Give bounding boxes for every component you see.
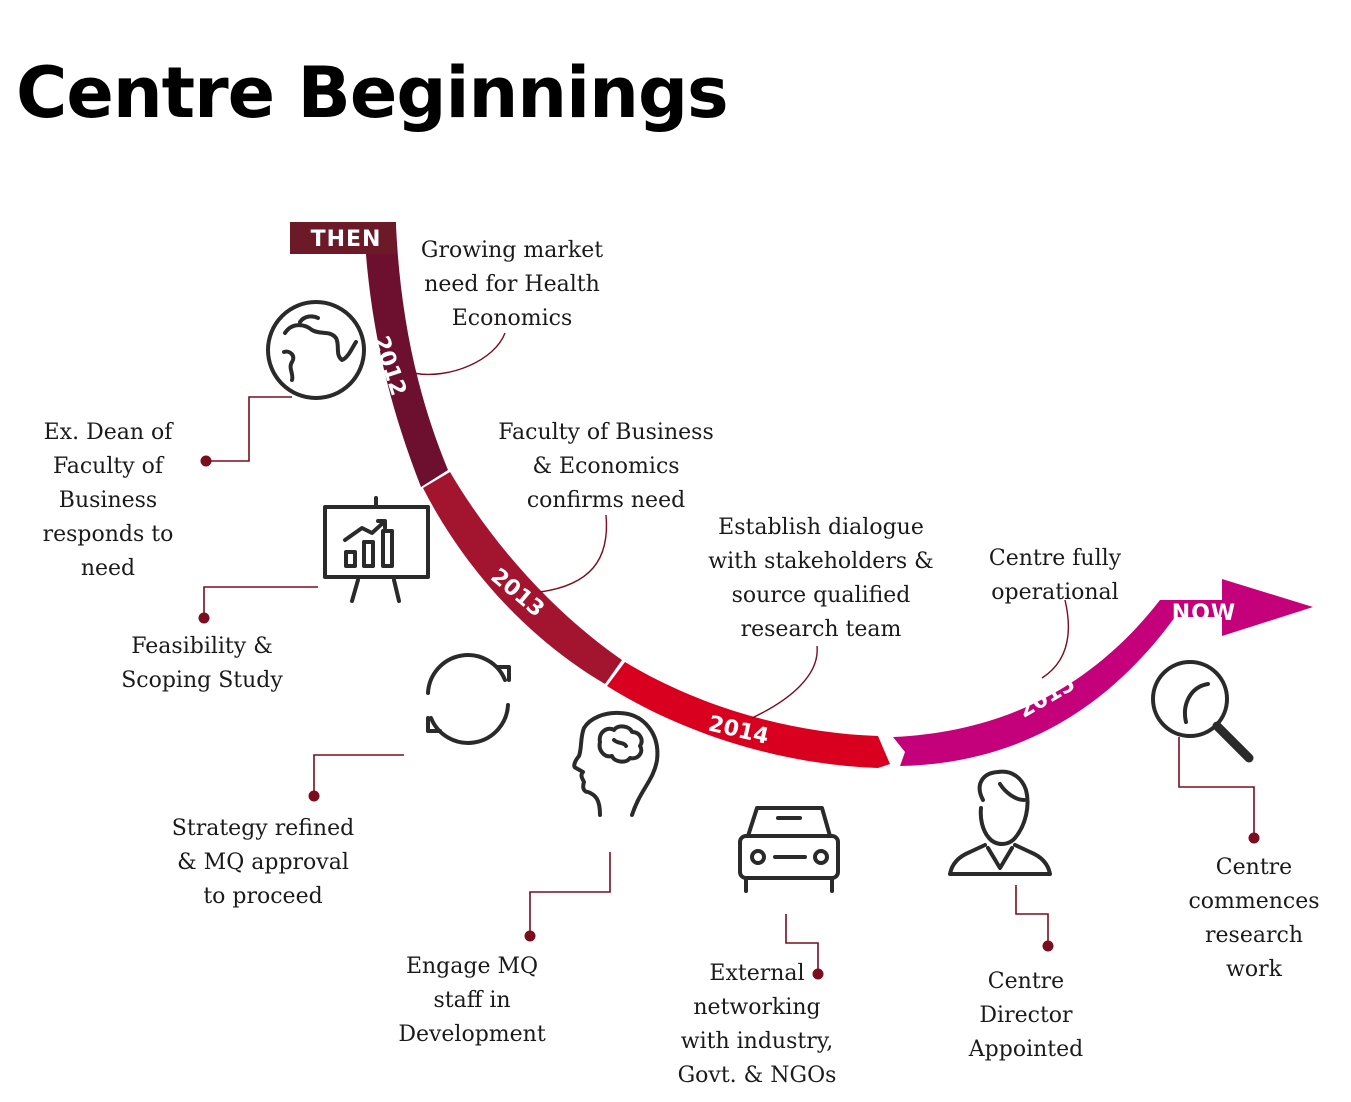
- magnifier-icon: [1151, 660, 1254, 763]
- page-title: Centre Beginnings: [16, 52, 729, 134]
- event-feasibility: Feasibility & Scoping Study: [121, 634, 283, 693]
- now-label: NOW: [1172, 601, 1236, 626]
- dot-strategy: [308, 790, 320, 802]
- connector-networking: [785, 914, 819, 974]
- connector-research: [1178, 737, 1255, 838]
- event-engage-staff: Engage MQ staff in Development: [398, 954, 546, 1047]
- dot-dean: [200, 455, 212, 467]
- connector-feasibility: [203, 586, 318, 618]
- then-label: THEN: [311, 227, 382, 252]
- event-market-need: Growing market need for Health Economics: [420, 238, 604, 331]
- event-networking: External networking with industry, Govt.…: [677, 961, 837, 1088]
- dot-engage: [524, 930, 536, 942]
- connector-director: [1015, 885, 1049, 946]
- connector-stakeholders: [751, 645, 818, 719]
- connector-engage: [529, 852, 611, 936]
- event-director: Centre Director Appointed: [968, 969, 1084, 1062]
- connector-faculty: [539, 514, 608, 593]
- dot-research: [1248, 832, 1260, 844]
- connector-dean: [206, 396, 292, 462]
- globe-icon: [266, 300, 366, 400]
- segment-2013: [423, 472, 622, 684]
- presentation-chart-icon: [323, 496, 430, 603]
- person-icon: [948, 769, 1052, 876]
- event-fully-operational: Centre fully operational: [988, 546, 1122, 605]
- connector-operational: [1041, 599, 1070, 679]
- brain-head-icon: [572, 710, 660, 817]
- event-faculty-confirms: Faculty of Business & Economics confirms…: [498, 420, 714, 513]
- dot-feasibility: [198, 612, 210, 624]
- event-dean-responds: Ex. Dean of Faculty of Business responds…: [42, 420, 174, 581]
- segment-2014: [607, 662, 890, 768]
- refresh-cycle-icon: [426, 653, 511, 745]
- connector-market-need: [412, 332, 506, 375]
- car-icon: [738, 806, 840, 893]
- connector-strategy: [313, 754, 404, 796]
- segment-2012: [364, 226, 448, 487]
- then-tag: [290, 222, 396, 254]
- event-strategy: Strategy refined & MQ approval to procee…: [171, 816, 355, 909]
- dot-networking: [812, 968, 824, 980]
- event-research: Centre commences research work: [1188, 855, 1320, 982]
- event-stakeholders: Establish dialogue with stakeholders & s…: [708, 515, 934, 642]
- dot-director: [1042, 940, 1054, 952]
- segment-2015: [893, 579, 1313, 766]
